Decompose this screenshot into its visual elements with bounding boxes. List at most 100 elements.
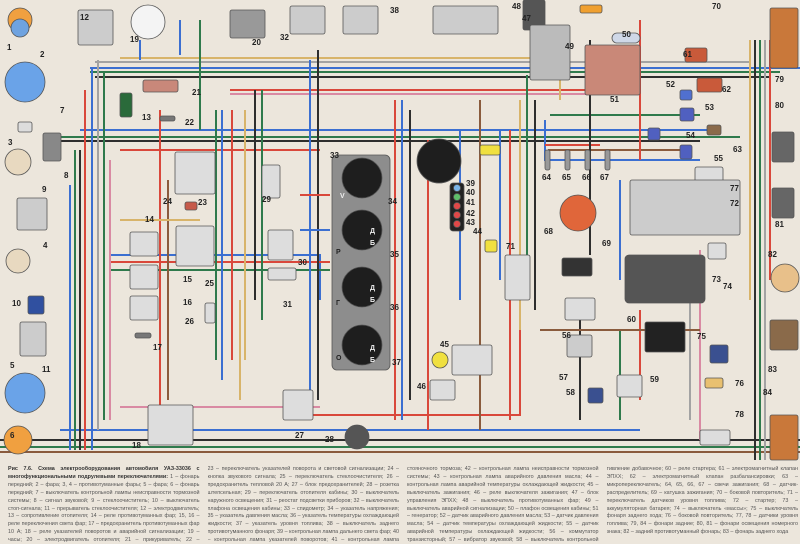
front-lamp-1-lens — [10, 18, 30, 38]
figure-caption: Рис 7.6. Схема электрооборудования автом… — [8, 466, 798, 542]
spark-plug-67 — [604, 149, 611, 171]
component-label-14: 14 — [145, 215, 154, 224]
component-label-48: 48 — [512, 2, 521, 11]
turn-relay-18 — [147, 404, 194, 446]
component-label-76: 76 — [735, 379, 744, 388]
component-label-22: 22 — [185, 118, 194, 127]
temperature-gauge-36 — [341, 266, 383, 308]
component-label-28: 28 — [325, 435, 334, 444]
component-label-60: 60 — [627, 315, 636, 324]
gauge-letter: V — [340, 193, 345, 200]
component-label-75: 75 — [697, 332, 706, 341]
warning-lamp-39 — [453, 184, 461, 192]
component-label-7: 7 — [60, 106, 65, 115]
fog-relay-14 — [129, 231, 159, 257]
horn-button-24 — [184, 201, 198, 211]
microswitch-63 — [706, 124, 722, 136]
component-label-1: 1 — [7, 43, 12, 52]
component-label-73: 73 — [712, 275, 721, 284]
plate-lamp-80 — [771, 131, 795, 163]
component-label-52: 52 — [666, 80, 675, 89]
side-repeater-70 — [579, 4, 603, 14]
relay-15 — [129, 264, 159, 290]
fuse-block-27 — [282, 389, 314, 421]
component-label-10: 10 — [12, 299, 21, 308]
component-label-11: 11 — [42, 365, 51, 374]
epxx-valve-61 — [684, 47, 708, 63]
reverse-lamp-83 — [769, 319, 799, 351]
wiper-motor-9 — [16, 197, 48, 231]
component-label-24: 24 — [163, 197, 172, 206]
spark-plug-65 — [564, 149, 571, 171]
component-label-42: 42 — [466, 209, 475, 218]
transistor-switch-56 — [564, 297, 596, 321]
component-label-74: 74 — [723, 282, 732, 291]
starter-72 — [629, 179, 741, 236]
component-label-49: 49 — [565, 42, 574, 51]
caption-column-3: стояночного тормоза; 42 – контрольная ла… — [407, 466, 599, 542]
wire-red — [300, 330, 521, 416]
light-switch-30 — [267, 229, 294, 261]
reverse-switch-75 — [709, 344, 729, 364]
hazard-switch-49 — [529, 24, 571, 81]
component-label-72: 72 — [730, 199, 739, 208]
caption-title: Рис 7.6. Схема электрооборудования автом… — [8, 466, 200, 480]
component-label-38: 38 — [390, 6, 399, 15]
component-label-31: 31 — [283, 300, 292, 309]
warning-lamp-40 — [453, 193, 461, 201]
rear-fog-switch-38 — [342, 5, 379, 35]
fuel-gauge-37 — [341, 324, 383, 366]
wiper-switch-25 — [175, 225, 215, 267]
fuse-17 — [134, 332, 152, 339]
headlight-2 — [4, 61, 46, 103]
component-label-37: 37 — [392, 358, 401, 367]
spark-plug-64 — [544, 149, 551, 171]
relay-16 — [129, 295, 159, 321]
ignition-relay-46 — [429, 379, 456, 401]
component-label-30: 30 — [298, 258, 307, 267]
fuse-22 — [159, 115, 176, 122]
gauge-letter: Б — [370, 357, 375, 364]
warning-lamp-42 — [453, 211, 461, 219]
component-label-61: 61 — [683, 50, 692, 59]
component-label-45: 45 — [440, 340, 449, 349]
component-label-25: 25 — [205, 279, 214, 288]
component-label-36: 36 — [390, 303, 399, 312]
ground-switch-74 — [707, 242, 727, 260]
component-label-63: 63 — [733, 145, 742, 154]
oil-sensor-52 — [679, 89, 693, 101]
component-label-53: 53 — [705, 103, 714, 112]
component-label-80: 80 — [775, 101, 784, 110]
component-label-40: 40 — [466, 188, 475, 197]
component-label-21: 21 — [192, 88, 201, 97]
caption-column-1: Рис 7.6. Схема электрооборудования автом… — [8, 466, 200, 542]
component-label-2: 2 — [40, 50, 45, 59]
component-label-58: 58 — [566, 388, 575, 397]
gauge-letter: Д — [370, 228, 375, 235]
gauge-letter: Б — [370, 240, 375, 247]
fog-lamp-3 — [4, 148, 32, 176]
horn-8 — [42, 132, 62, 162]
component-label-18: 18 — [132, 441, 141, 450]
warning-lamp-43 — [453, 220, 461, 228]
tail-lamp-84 — [769, 414, 799, 461]
component-label-12: 12 — [80, 13, 89, 22]
component-label-62: 62 — [722, 85, 731, 94]
clock-19 — [130, 4, 166, 40]
component-label-4: 4 — [43, 241, 48, 250]
distributor-68 — [559, 194, 597, 232]
heater-switch-29 — [261, 164, 281, 199]
component-label-19: 19 — [130, 35, 139, 44]
thermal-fuse-26 — [204, 302, 216, 324]
front-lamp-6 — [3, 425, 33, 455]
component-label-55: 55 — [714, 154, 723, 163]
component-label-59: 59 — [650, 375, 659, 384]
component-label-56: 56 — [562, 331, 571, 340]
stop-switch-10 — [27, 295, 45, 315]
component-label-26: 26 — [185, 317, 194, 326]
component-label-51: 51 — [610, 95, 619, 104]
fog-lamp-4 — [5, 248, 31, 274]
speedometer-33 — [416, 138, 462, 184]
components — [3, 0, 800, 461]
